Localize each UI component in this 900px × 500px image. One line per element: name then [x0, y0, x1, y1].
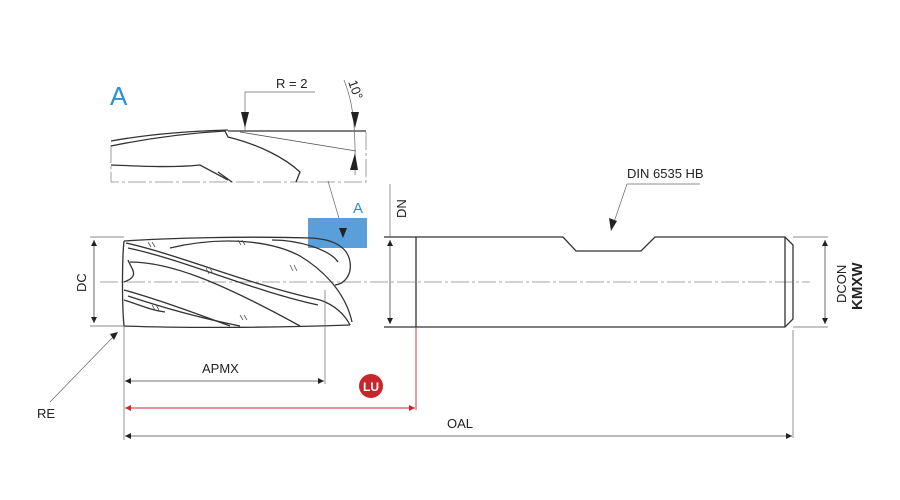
- radius-label: R = 2: [276, 76, 307, 91]
- flute: [125, 242, 351, 326]
- apmx-label: APMX: [202, 361, 239, 376]
- radius-leader: [244, 91, 315, 131]
- lu-badge-circle: [359, 374, 383, 398]
- detail-frame: [110, 131, 367, 183]
- flute: [169, 240, 353, 323]
- flute: [127, 247, 319, 306]
- shank-note-leader: [613, 183, 628, 223]
- tip-relief: [123, 299, 166, 313]
- oal-label: OAL: [447, 416, 473, 431]
- lu-label: LU: [363, 380, 379, 394]
- angle-arrow-top: [351, 112, 359, 128]
- dc-label: DC: [74, 273, 89, 292]
- lu-badge: LU: [359, 374, 383, 398]
- bottom-profile: [123, 324, 351, 329]
- tip-relief: [123, 259, 135, 283]
- detail-flute-line: [110, 129, 229, 142]
- flute: [271, 239, 339, 263]
- dcon-extension-lines: [793, 236, 828, 328]
- shank: [384, 236, 794, 328]
- detail-view-label: A: [110, 81, 128, 111]
- detail-flute-line: [110, 164, 229, 181]
- detail-flute-line: [217, 171, 233, 183]
- detail-flute-line: [110, 130, 301, 183]
- re-arrow: [110, 332, 118, 340]
- callout-label: A: [353, 200, 363, 217]
- callout-arrow: [339, 228, 347, 238]
- detail-angle-line: [239, 131, 357, 152]
- shank-note-arrow: [609, 218, 617, 231]
- kmxw-label: KMXW: [849, 262, 866, 310]
- tip-outline: [121, 240, 125, 327]
- callout-highlight: [308, 218, 367, 248]
- flute: [127, 295, 241, 327]
- top-profile: [123, 236, 351, 286]
- flute: [129, 261, 301, 327]
- radius-arrow: [241, 112, 249, 128]
- callout-a: A: [308, 200, 367, 248]
- chipbreakers: [147, 239, 298, 321]
- re-leader: [49, 335, 115, 403]
- detail-view-a: A R = 2 10°: [110, 76, 367, 233]
- neck-outline: [384, 236, 416, 328]
- shank-note: DIN 6535 HB: [627, 166, 704, 181]
- cutting-head: [121, 236, 353, 329]
- angle-arrow-bottom: [350, 153, 358, 170]
- dn-label: DN: [394, 199, 409, 218]
- angle-label: 10°: [345, 78, 366, 102]
- dc-extension-lines: [90, 236, 124, 327]
- dcon-label: DCON: [834, 265, 849, 303]
- re-label: RE: [37, 406, 55, 421]
